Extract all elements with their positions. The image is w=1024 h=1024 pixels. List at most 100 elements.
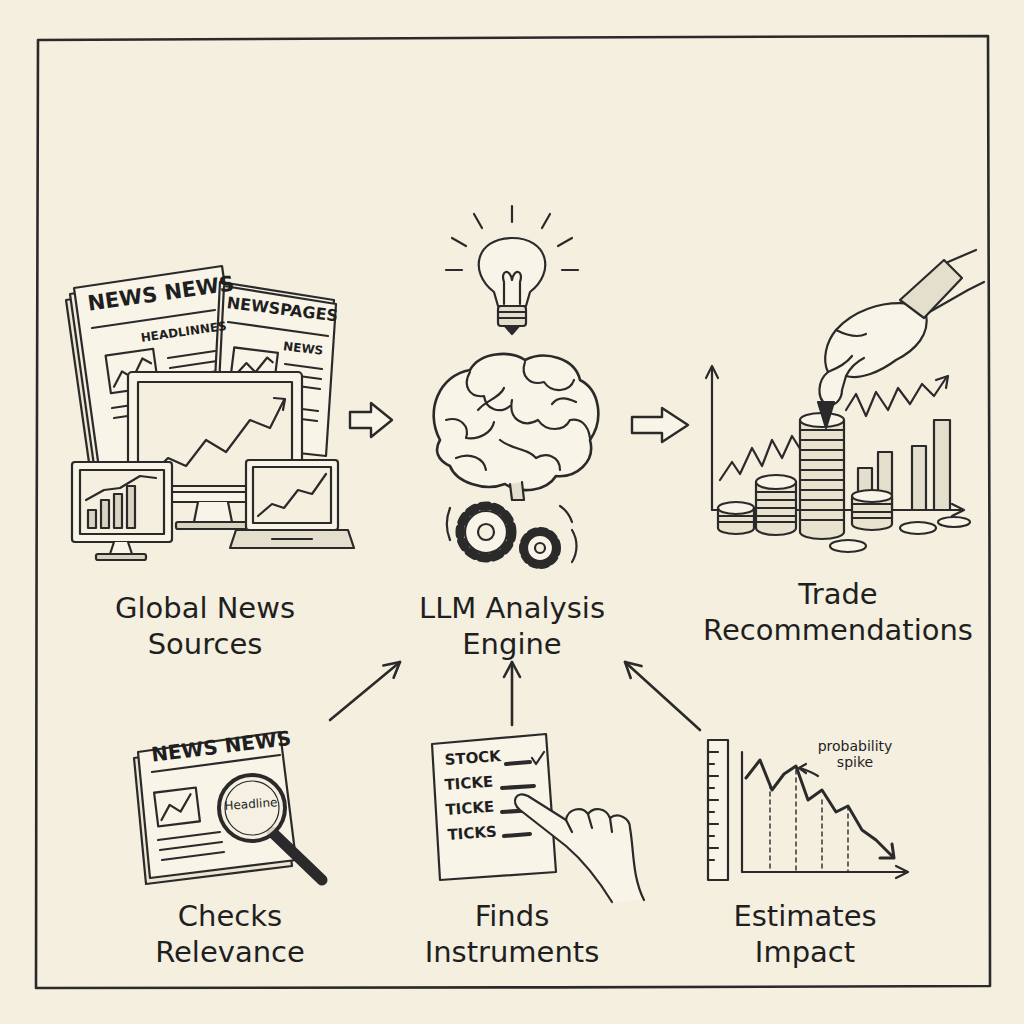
ticker-list-sketch-stroke (515, 794, 644, 902)
impact-chart-sketch-stroke (746, 760, 892, 856)
impact-chart-sketch-stroke (708, 835, 714, 837)
brain-engine-sketch-stroke (511, 400, 590, 438)
brain-engine-sketch-stroke (503, 272, 521, 304)
impact-chart-sketch-stroke (708, 847, 718, 849)
block-arrow (350, 403, 392, 437)
ticker-list-sketch-stroke (502, 786, 534, 788)
step-node: Checks Relevance (130, 720, 330, 970)
trade-coins-sketch-stroke (800, 479, 844, 481)
brain-engine-sketch-stroke (535, 543, 545, 553)
brain-engine-sketch-stroke (456, 456, 486, 470)
brain-engine-sketch-stroke (434, 354, 599, 490)
brain-engine-sketch-stroke (446, 419, 494, 438)
brain-engine-sketch-stroke (558, 238, 572, 246)
arrow-head (625, 662, 642, 678)
news-sources-sketch-stroke (101, 500, 109, 528)
trade-coins-sketch-stroke (938, 517, 970, 527)
trade-coins-sketch-stroke (912, 446, 926, 510)
newspaper-magnifier-sketch-stroke (219, 775, 285, 841)
trade-coins-sketch-stroke (828, 356, 852, 372)
impact-chart-sketch-stroke (708, 811, 714, 813)
news-sources-sketch-stroke (114, 494, 122, 528)
node-caption: Trade Recommendations (690, 576, 986, 649)
impact-chart-sketch-stroke (708, 775, 718, 777)
impact-chart-sketch-stroke (769, 784, 770, 872)
source-node: Global News Sources (60, 262, 350, 662)
sketch-label: probability spike (814, 738, 896, 770)
brain-engine-sketch-stroke (498, 311, 526, 313)
impact-chart-sketch-stroke (708, 763, 714, 765)
ticker-list-sketch-stroke (610, 818, 612, 832)
news-sources-sketch-stroke (194, 502, 232, 522)
news-sources-sketch-stroke (88, 510, 96, 528)
impact-chart-sketch-stroke (708, 740, 728, 880)
trade-coins-sketch-stroke (756, 521, 796, 523)
brain-engine-sketch-stroke (500, 440, 560, 470)
trade-coins-sketch-stroke (900, 522, 936, 534)
trade-coins-sketch (706, 250, 984, 552)
step-node: Estimates Impact (700, 730, 910, 970)
impact-chart-sketch-stroke (799, 764, 806, 773)
impact-chart-sketch-stroke (708, 859, 714, 861)
connector-line (511, 662, 514, 725)
impact-chart-sketch-stroke (821, 800, 822, 872)
output-node: Trade Recommendations (688, 262, 988, 648)
brain-engine-sketch-stroke (510, 482, 524, 500)
brain-engine-sketch-stroke (498, 317, 526, 319)
trade-coins-sketch-stroke (800, 429, 844, 431)
news-sources-sketch-stroke (230, 530, 354, 548)
brain-engine-sketch-stroke (511, 206, 513, 222)
news-sources-sketch-stroke (246, 460, 338, 530)
brain-engine-sketch-stroke (527, 535, 553, 561)
brain-engine-sketch-stroke (460, 506, 512, 558)
trade-coins-sketch-stroke (934, 420, 950, 510)
step-node: Finds Instruments (412, 725, 612, 970)
brain-engine-sketch-stroke (505, 326, 519, 334)
trade-coins-sketch-stroke (852, 517, 892, 519)
trade-coins-sketch-stroke (800, 449, 844, 451)
newspaper-magnifier-sketch-stroke (154, 788, 200, 827)
ticker-list-sketch-stroke (506, 762, 530, 764)
sketch-label: TICKS (447, 824, 497, 845)
arrow-head (504, 662, 520, 677)
news-sources-sketch-stroke (274, 398, 285, 410)
trade-coins-sketch-stroke (718, 521, 754, 523)
engine-node: LLM Analysis Engine (392, 192, 632, 662)
trade-coins-sketch-stroke (756, 515, 796, 517)
ticker-list-sketch-stroke (504, 834, 530, 836)
trade-coins-sketch-stroke (800, 519, 844, 521)
sketch-label: TICKE (444, 774, 494, 795)
impact-chart-sketch-stroke (708, 823, 718, 825)
trade-coins-sketch-stroke (818, 402, 834, 428)
brain-engine-sketch-stroke (478, 524, 494, 540)
brain-engine-sketch-stroke (467, 372, 510, 410)
brain-engine-sketch-stroke (542, 214, 550, 228)
brain-engine-sketch-stroke (446, 269, 462, 271)
news-sources-sketch-stroke (110, 542, 132, 554)
trade-coins-sketch-stroke (830, 540, 866, 552)
node-caption: Global News Sources (89, 590, 321, 663)
newspaper-magnifier-sketch-stroke (160, 842, 222, 850)
trade-coins-sketch-stroke (756, 475, 796, 489)
impact-chart-sketch-stroke (742, 871, 906, 873)
impact-chart-sketch-stroke (741, 752, 743, 872)
news-sources-sketch-stroke (253, 467, 331, 523)
news-sources-sketch-stroke (285, 364, 322, 369)
trade-coins-sketch-stroke (900, 260, 962, 318)
block-arrow (632, 408, 688, 442)
impact-chart-sketch-stroke (800, 768, 818, 776)
news-sources-sketch-stroke (168, 351, 215, 358)
impact-chart-sketch-stroke (708, 787, 714, 789)
trade-coins-sketch-stroke (756, 507, 796, 509)
brain-engine-sketch-stroke (479, 238, 546, 306)
brain-engine-sketch-stroke (572, 530, 577, 562)
page-border-stroke (36, 36, 990, 988)
flow-arrow (625, 662, 700, 730)
impact-chart-sketch-stroke (847, 806, 848, 872)
ticker-list-sketch-stroke (532, 752, 544, 764)
newspaper-magnifier-sketch-stroke (158, 832, 220, 840)
brain-engine-sketch-stroke (474, 214, 482, 228)
impact-chart-sketch (708, 740, 908, 880)
